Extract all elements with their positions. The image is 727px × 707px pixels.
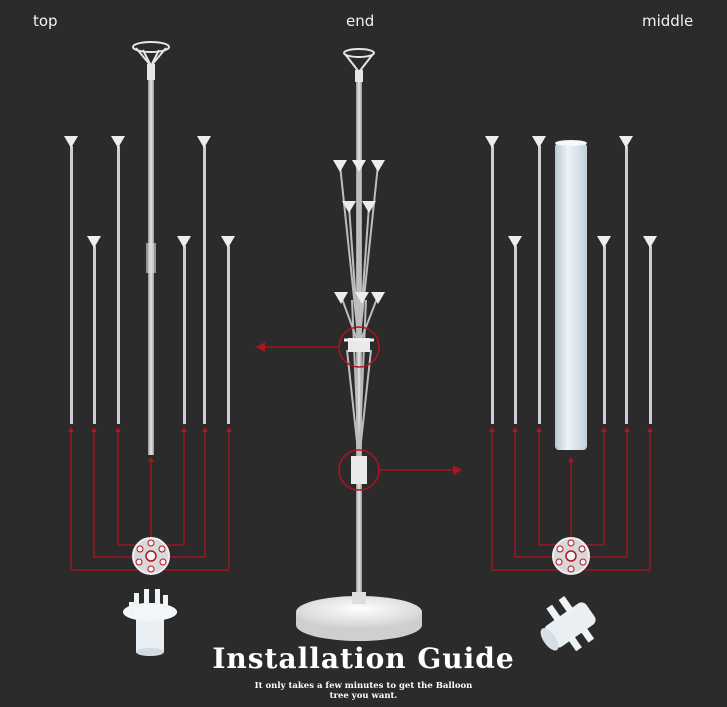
right-tube: [555, 140, 587, 450]
right-connector-top-view: [552, 537, 590, 575]
right-connector-part: [540, 595, 596, 652]
left-sticks: [64, 136, 235, 424]
left-main-stick: [132, 41, 170, 455]
label-middle: middle: [642, 12, 694, 30]
page-subtitle: It only takes a few minutes to get the B…: [0, 681, 727, 701]
left-connector-top-view: [132, 537, 170, 575]
center-connector-highlight-lower: [338, 449, 380, 491]
center-base: [296, 592, 422, 641]
center-assembled-tree: [255, 48, 463, 641]
center-connector-highlight-upper: [338, 326, 380, 368]
subtitle-line-1: It only takes a few minutes to get the B…: [254, 681, 473, 691]
subtitle-line-2: tree you want.: [329, 691, 398, 701]
label-top: top: [33, 12, 58, 30]
left-rod-group: [64, 41, 235, 656]
left-connector-part: [123, 589, 177, 656]
label-end: end: [346, 12, 375, 30]
page-title: Installation Guide: [212, 642, 515, 675]
right-rod-group: [485, 136, 657, 652]
right-sticks: [485, 136, 657, 424]
